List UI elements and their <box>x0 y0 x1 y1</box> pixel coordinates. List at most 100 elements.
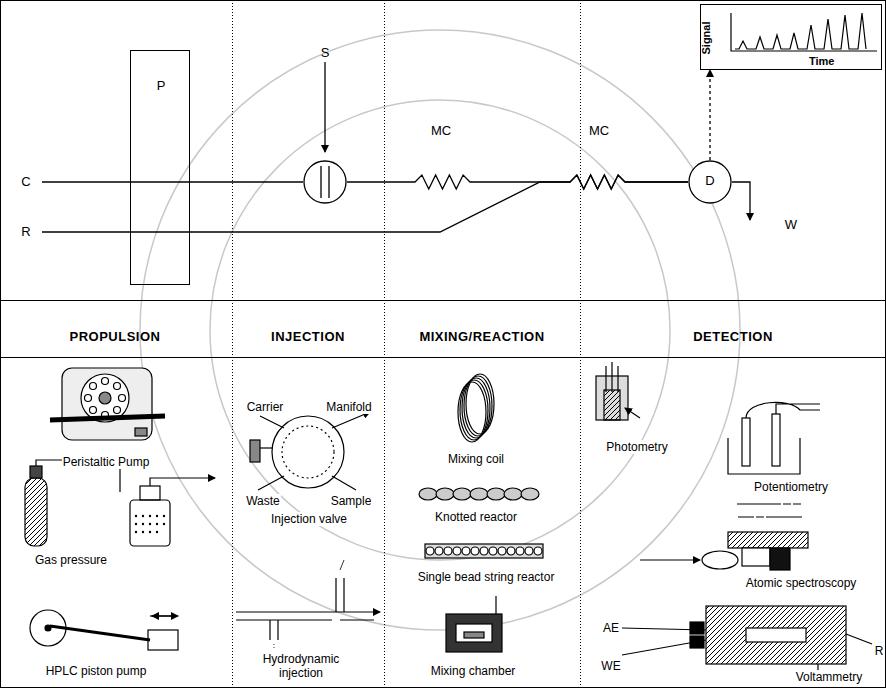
peaks <box>735 13 866 49</box>
flame-dot <box>780 516 782 518</box>
bead <box>471 547 479 555</box>
roller <box>119 395 126 402</box>
port-label: C <box>20 175 31 189</box>
electrode-label: R <box>874 644 885 658</box>
bubble <box>142 515 144 517</box>
bead <box>507 547 515 555</box>
flame-dot <box>758 516 760 518</box>
signal-trace <box>701 5 883 71</box>
port-label: Manifold <box>325 400 372 414</box>
port-label: Sample <box>330 494 373 508</box>
node-label: P <box>157 79 166 93</box>
roller <box>102 378 109 385</box>
flame-dot <box>755 503 757 505</box>
roller <box>114 382 121 389</box>
flame-dot <box>766 516 768 518</box>
flame-dot <box>745 503 747 505</box>
knot <box>436 488 454 500</box>
coil-turn <box>466 374 494 434</box>
roller <box>89 382 96 389</box>
item-label: Atomic spectroscopy <box>745 576 858 590</box>
flame-dot <box>739 503 741 505</box>
port-label: Waste <box>245 494 281 508</box>
bubble <box>135 515 137 517</box>
flame-dot <box>776 516 778 518</box>
flame-dot <box>795 503 797 505</box>
port-label: W <box>784 218 798 232</box>
port-label: R <box>20 225 31 239</box>
axes <box>731 13 877 51</box>
item-label: Photometry <box>605 440 668 454</box>
flame-dot <box>782 516 784 518</box>
flame-dot <box>767 503 769 505</box>
item-label: Single bead string reactor <box>417 570 556 584</box>
bead <box>453 547 461 555</box>
electrode-label: WE <box>600 659 621 673</box>
flame-dot <box>737 503 739 505</box>
port-label: Carrier <box>246 400 285 414</box>
signal-box: SignalTime <box>700 4 882 70</box>
bead <box>498 547 506 555</box>
item-label: HPLC piston pump <box>45 664 148 678</box>
flame-dot <box>744 516 746 518</box>
flame-dot <box>757 503 759 505</box>
flame-dot <box>771 503 773 505</box>
flame-dot <box>783 503 785 505</box>
coil-label: MC <box>430 124 452 138</box>
flame-dot <box>784 516 786 518</box>
flame-dot <box>772 516 774 518</box>
flow-line <box>190 181 303 182</box>
flame-dot <box>747 503 749 505</box>
flame-dot <box>750 516 752 518</box>
flame-dot <box>770 516 772 518</box>
bubble <box>156 515 158 517</box>
bead <box>480 547 488 555</box>
knot <box>419 488 437 500</box>
signal-arrow <box>709 70 710 160</box>
flame-dot <box>763 503 765 505</box>
flame-dot <box>790 516 792 518</box>
knot <box>487 488 505 500</box>
flame-dot <box>768 516 770 518</box>
flame-dot <box>769 503 771 505</box>
flame-dot <box>789 503 791 505</box>
flame-dot <box>743 503 745 505</box>
flame-dot <box>756 516 758 518</box>
flame-dot <box>740 516 742 518</box>
circle <box>689 161 731 203</box>
bubble <box>142 531 144 533</box>
flame-dot <box>749 503 751 505</box>
bead <box>489 547 497 555</box>
flame-dot <box>741 503 743 505</box>
flame-dot <box>751 503 753 505</box>
flame-dot <box>748 516 750 518</box>
bead <box>516 547 524 555</box>
item-label: Potentiometry <box>753 480 829 494</box>
bubble <box>163 523 165 525</box>
flame-dot <box>753 503 755 505</box>
flame-dot <box>799 503 801 505</box>
column-header: INJECTION <box>271 330 345 344</box>
item-label: Knotted reactor <box>434 510 518 524</box>
flame-dot <box>792 516 794 518</box>
bead <box>426 547 434 555</box>
detector-circle: D <box>688 160 732 204</box>
flame-dot <box>788 516 790 518</box>
item-label: Gas pressure <box>34 553 108 567</box>
valve-bar <box>320 166 321 198</box>
flame-dot <box>794 516 796 518</box>
flame-dot <box>759 503 761 505</box>
electrode-label: AE <box>602 621 620 635</box>
flame-dot <box>752 516 754 518</box>
bubble <box>142 523 144 525</box>
flame-dot <box>786 516 788 518</box>
bead <box>525 547 533 555</box>
circle-outline <box>303 160 347 204</box>
equipment-icons <box>25 362 872 676</box>
bead <box>534 547 542 555</box>
flame-dot <box>746 516 748 518</box>
node-label: D <box>705 174 714 188</box>
bead <box>462 547 470 555</box>
item-label: Hydrodynamic injection <box>250 652 352 680</box>
